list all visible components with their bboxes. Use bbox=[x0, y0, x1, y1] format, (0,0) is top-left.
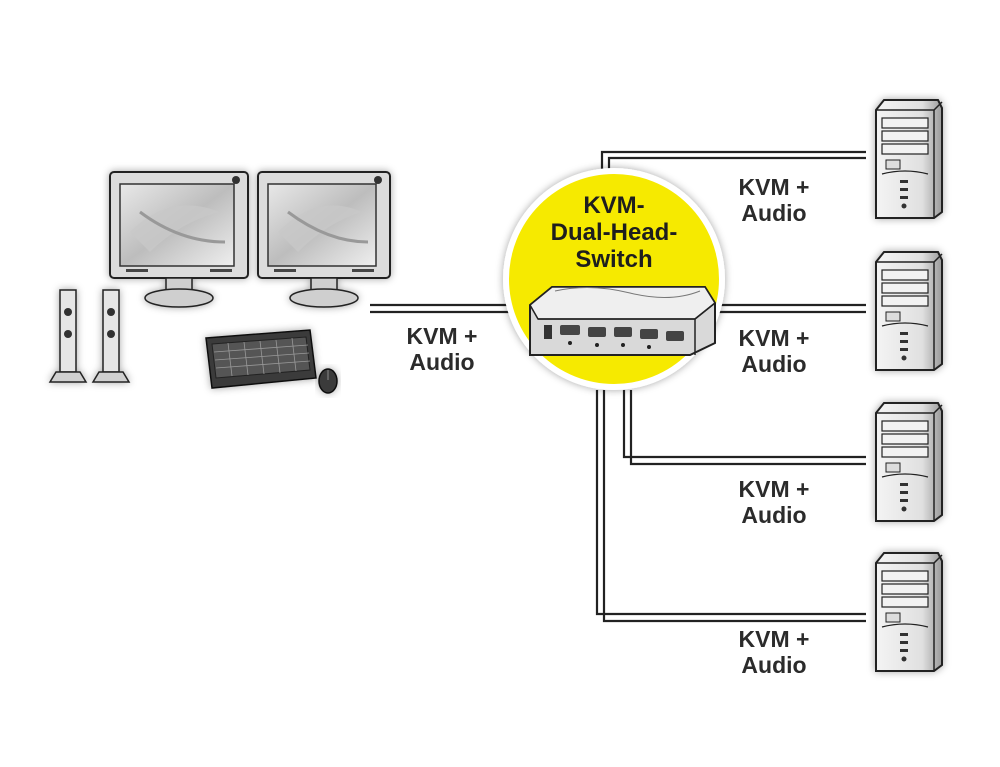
link-label-pc4: KVM + Audio bbox=[718, 626, 830, 678]
link-label-pc2-line-1: KVM + bbox=[738, 325, 810, 351]
cable-pc1 bbox=[600, 150, 866, 170]
cables bbox=[370, 150, 866, 623]
pc-tower-icon bbox=[875, 552, 943, 672]
mouse-icon bbox=[318, 368, 338, 394]
link-label-pc1-line-1: KVM + bbox=[738, 174, 810, 200]
pc-tower-icon bbox=[875, 251, 943, 371]
link-label-pc4-line-2: Audio bbox=[741, 652, 807, 678]
link-label-pc3: KVM + Audio bbox=[718, 476, 830, 528]
speaker-icon bbox=[91, 289, 131, 383]
cable-pc4 bbox=[595, 390, 866, 623]
pc-towers bbox=[875, 99, 943, 672]
kvm-switch-icon bbox=[529, 286, 716, 356]
pc-tower-icon bbox=[875, 99, 943, 219]
link-label-pc3-line-1: KVM + bbox=[738, 476, 810, 502]
link-label-pc1-line-2: Audio bbox=[741, 200, 807, 226]
switch-title-line-1: KVM- bbox=[583, 192, 645, 219]
link-label-pc2-line-2: Audio bbox=[741, 351, 807, 377]
link-label-pc4-line-1: KVM + bbox=[738, 626, 810, 652]
cable-pc2 bbox=[712, 303, 866, 314]
switch-title-line-2: Dual-Head- bbox=[550, 219, 678, 246]
link-label-console-line-2: Audio bbox=[409, 349, 475, 375]
keyboard-icon bbox=[205, 329, 317, 389]
cable-pc3 bbox=[622, 390, 866, 466]
link-label-console-line-1: KVM + bbox=[406, 323, 478, 349]
monitor-icon bbox=[109, 171, 249, 308]
monitor-icon bbox=[257, 171, 391, 308]
switch-title-line-3: Switch bbox=[575, 246, 653, 273]
cable-console bbox=[370, 303, 515, 314]
link-label-pc2: KVM + Audio bbox=[718, 325, 830, 377]
speaker-icon bbox=[48, 289, 88, 383]
switch-title: KVM- Dual-Head- Switch bbox=[534, 192, 694, 273]
link-label-console: KVM + Audio bbox=[386, 323, 498, 375]
pc-tower-icon bbox=[875, 402, 943, 522]
link-label-pc1: KVM + Audio bbox=[718, 174, 830, 226]
link-label-pc3-line-2: Audio bbox=[741, 502, 807, 528]
